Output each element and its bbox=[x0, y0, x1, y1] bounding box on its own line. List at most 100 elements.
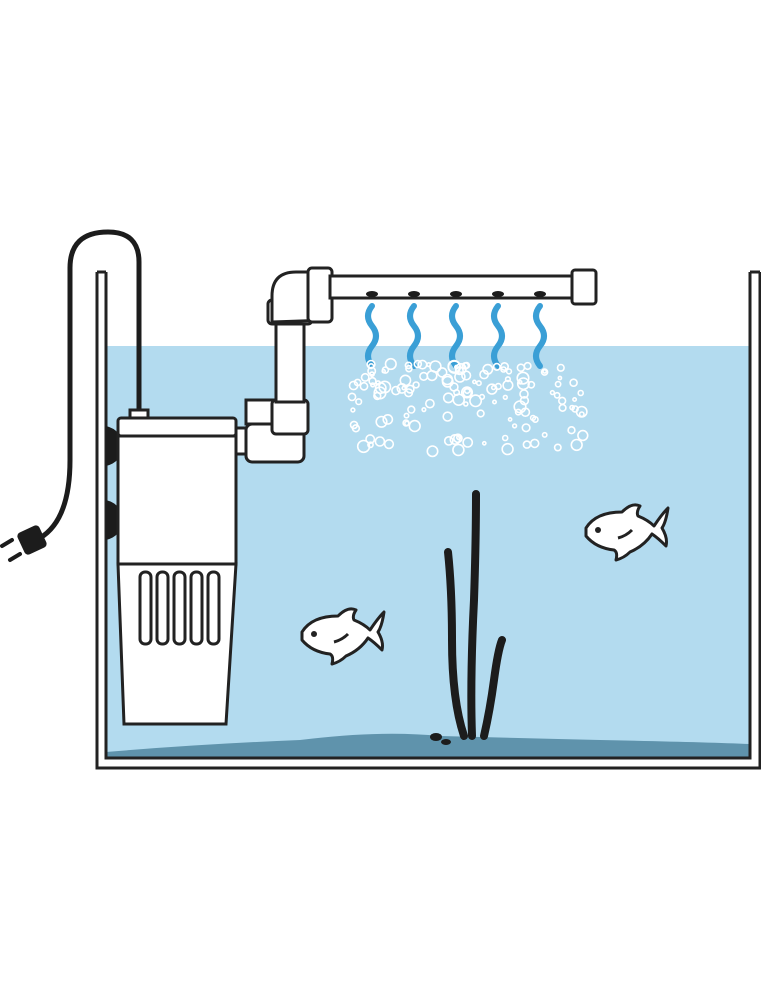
bubble bbox=[479, 369, 489, 380]
bubble bbox=[381, 366, 390, 374]
bubble bbox=[494, 382, 502, 391]
bubble bbox=[577, 389, 585, 397]
bubble bbox=[399, 374, 412, 387]
aquarium-substrate bbox=[106, 733, 750, 758]
bubble bbox=[391, 385, 401, 396]
bubble bbox=[452, 393, 466, 407]
spray-bar-icon bbox=[328, 268, 598, 306]
bubble bbox=[383, 439, 395, 450]
bubble bbox=[462, 387, 473, 398]
bubble bbox=[408, 419, 421, 433]
bubble bbox=[355, 398, 363, 406]
bubble bbox=[436, 367, 448, 378]
filter-intake-slots bbox=[138, 570, 221, 646]
bubble bbox=[541, 431, 548, 438]
bubble bbox=[502, 379, 514, 391]
bubble bbox=[404, 361, 413, 370]
bubble bbox=[347, 392, 357, 402]
bubble bbox=[424, 398, 435, 409]
bubble bbox=[558, 403, 567, 413]
bubble bbox=[374, 436, 386, 447]
bubble bbox=[412, 381, 420, 389]
bubble bbox=[462, 436, 474, 448]
bubble bbox=[375, 380, 381, 386]
bubble bbox=[421, 407, 427, 413]
water-stream bbox=[449, 303, 463, 369]
plant-icon bbox=[430, 490, 506, 745]
bubble bbox=[369, 371, 375, 378]
bubble bbox=[500, 366, 507, 373]
water-stream bbox=[533, 303, 547, 369]
fish-icon bbox=[300, 607, 386, 666]
bubble bbox=[375, 415, 388, 428]
bubble bbox=[367, 441, 374, 449]
bubble bbox=[549, 389, 556, 396]
bubble bbox=[452, 443, 465, 457]
bubble bbox=[521, 423, 531, 433]
bubble bbox=[557, 375, 563, 381]
bubble bbox=[350, 407, 356, 413]
bubble bbox=[553, 391, 561, 399]
bubble bbox=[475, 380, 482, 387]
power-plug-icon bbox=[0, 525, 47, 562]
bubble bbox=[519, 396, 530, 406]
bubble bbox=[540, 368, 549, 376]
bubble bbox=[378, 380, 392, 394]
water-stream bbox=[407, 303, 421, 369]
bubble bbox=[368, 376, 377, 386]
bubble bbox=[572, 396, 578, 402]
water-streams bbox=[365, 303, 547, 369]
bubble bbox=[505, 368, 513, 375]
bubble bbox=[517, 379, 523, 385]
bubble bbox=[454, 371, 466, 383]
bubble bbox=[501, 442, 514, 456]
bubble bbox=[405, 384, 415, 394]
bubble bbox=[501, 434, 509, 442]
bubble bbox=[504, 376, 512, 383]
bubble bbox=[461, 361, 470, 370]
bubble bbox=[454, 366, 464, 376]
fish-icon bbox=[584, 503, 670, 562]
bubble bbox=[441, 375, 454, 388]
bubble bbox=[402, 419, 410, 427]
bubble bbox=[469, 394, 483, 408]
bubble bbox=[476, 409, 485, 418]
bubble bbox=[523, 361, 532, 371]
bubble bbox=[481, 440, 487, 446]
bubble bbox=[367, 366, 377, 376]
bubble bbox=[516, 371, 530, 385]
bubble bbox=[567, 426, 576, 435]
bubble bbox=[553, 443, 562, 452]
bubble bbox=[577, 429, 589, 442]
filter-icon bbox=[116, 408, 238, 726]
bubble bbox=[452, 433, 463, 444]
spray-bar-holes bbox=[366, 291, 546, 297]
bubble bbox=[405, 364, 413, 373]
bubble bbox=[570, 438, 583, 452]
bubble bbox=[462, 401, 469, 407]
bubble bbox=[511, 423, 518, 429]
bubble bbox=[384, 357, 397, 371]
bubble bbox=[368, 363, 375, 370]
bubble bbox=[351, 424, 361, 433]
bubble bbox=[370, 382, 376, 388]
bubble bbox=[442, 411, 453, 422]
water-stream bbox=[365, 303, 379, 369]
bubble bbox=[382, 413, 394, 425]
bubble bbox=[522, 440, 532, 449]
bubble bbox=[578, 411, 585, 418]
water-stream bbox=[491, 303, 505, 369]
bubble bbox=[491, 399, 497, 405]
bubbles-icon bbox=[347, 357, 589, 458]
bubble bbox=[569, 378, 578, 388]
bubble bbox=[455, 434, 462, 441]
bubble bbox=[529, 414, 537, 422]
bubble bbox=[419, 371, 429, 382]
bubble bbox=[492, 362, 501, 372]
bubble bbox=[507, 416, 513, 422]
bubble bbox=[502, 394, 508, 400]
bubble bbox=[556, 363, 565, 372]
bubble bbox=[360, 372, 370, 382]
bubble bbox=[426, 445, 439, 458]
